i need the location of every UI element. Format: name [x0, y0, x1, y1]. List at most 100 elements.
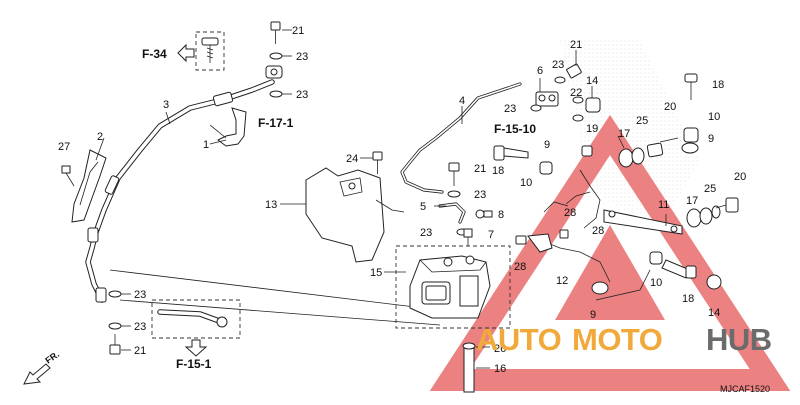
callout-7: 7 [488, 229, 494, 241]
abs-modulator-15 [409, 255, 491, 319]
washer-23-h [554, 76, 566, 84]
section-ref-f34: F-34 [142, 47, 167, 61]
brake-pipe-4 [400, 82, 522, 194]
diagram-code: MJCAF1520 [720, 384, 770, 394]
abs-bracket-13 [305, 167, 385, 263]
sensor-clip-12 [539, 169, 611, 283]
callout-23-b: 23 [296, 89, 308, 101]
front-label: FR. [43, 349, 61, 366]
grommet-14-lower [706, 274, 722, 290]
callout-10-right: 10 [708, 111, 720, 123]
grommet-17-right [686, 207, 713, 228]
callout-1: 1 [203, 139, 209, 151]
f151-box [151, 299, 241, 339]
bolt-18-top [684, 73, 698, 100]
callout-14-top: 14 [586, 75, 598, 87]
abs-box [395, 245, 511, 329]
bolt-f34 [201, 37, 219, 63]
watermark-inner-triangle [555, 225, 665, 320]
callout-28-center: 28 [564, 207, 576, 219]
grommet-14-top [585, 97, 601, 113]
bolt-21-top-right [566, 63, 582, 79]
callout-14-lower: 14 [708, 307, 720, 319]
bolt-28-left [515, 235, 527, 245]
brake-hose-lower [85, 227, 107, 303]
f34-box [195, 31, 225, 71]
callout-11: 11 [658, 199, 669, 211]
callout-18-top: 18 [712, 79, 724, 91]
callout-18-center: 18 [492, 165, 504, 177]
hose-16 [462, 342, 476, 393]
callout-23-d: 23 [134, 321, 146, 333]
callout-15: 15 [370, 267, 382, 279]
callout-20-top: 20 [664, 101, 676, 113]
callout-5: 5 [420, 201, 426, 213]
section-ref-f1510: F-15-10 [494, 122, 536, 136]
leader-lines [95, 50, 667, 273]
grommet-9-lower [591, 281, 609, 295]
callout-23-h: 23 [552, 59, 564, 71]
hose-f151 [157, 309, 228, 328]
bolt-7 [463, 228, 473, 246]
callout-numbers: 21 23 23 3 2 27 1 23 23 21 4 24 13 15 5 … [58, 25, 746, 375]
f34-arrow [177, 43, 195, 63]
callout-13: 13 [265, 199, 277, 211]
callout-2: 2 [97, 131, 103, 143]
callout-23-c: 23 [134, 289, 146, 301]
bolt-28-center [559, 229, 569, 239]
bracket-11 [603, 209, 683, 235]
callout-23-f: 23 [474, 189, 486, 201]
callout-25-top: 25 [636, 115, 648, 127]
front-direction-arrow: FR. [23, 349, 61, 385]
background-shading [560, 40, 700, 230]
callout-3: 3 [163, 99, 169, 111]
bolt-21-center [448, 162, 460, 186]
grommet-9-right [681, 142, 699, 154]
watermark-logo [429, 114, 791, 391]
callout-9-right: 9 [708, 133, 714, 145]
collar-10-right [683, 127, 699, 143]
grommet-17-top [618, 147, 645, 168]
junction-6 [535, 91, 559, 107]
bolt-24 [372, 151, 383, 174]
watermark-triangle [429, 114, 791, 391]
bolt-21-top [270, 21, 281, 44]
callout-28-right: 28 [592, 225, 604, 237]
washer-23-b [269, 90, 283, 98]
washer-23-a [269, 52, 283, 60]
callout-8: 8 [498, 209, 504, 221]
callout-25-right: 25 [704, 183, 716, 195]
callout-19: 19 [586, 123, 598, 135]
fitting-5 [438, 202, 466, 224]
callout-12: 12 [556, 275, 568, 287]
washer-23-c [108, 290, 122, 298]
watermark-word-1: AUTO [476, 322, 561, 357]
washer-19 [572, 114, 584, 122]
clip-28 [527, 233, 553, 253]
callout-27: 27 [58, 141, 70, 153]
callout-10-center: 10 [520, 177, 532, 189]
bolt-21-lower [109, 334, 121, 355]
front-arrow-icon [23, 363, 51, 385]
callout-22: 22 [570, 87, 582, 99]
callout-26: 26 [494, 343, 506, 355]
callout-23-e: 23 [420, 227, 432, 239]
callout-21-top: 21 [292, 25, 304, 37]
brake-hose-3 [93, 79, 275, 235]
callout-6: 6 [537, 65, 543, 77]
washer-23-d [108, 322, 122, 330]
watermark-word-3: HUB [706, 322, 772, 357]
callout-24: 24 [346, 153, 358, 165]
bracket-1 [217, 107, 247, 147]
callout-9-lower: 9 [590, 309, 596, 321]
callout-9-center: 9 [544, 139, 550, 151]
callout-17-right: 17 [686, 195, 698, 207]
fitting-8 [475, 209, 493, 219]
banjo-fitting [265, 65, 283, 79]
callout-21-top-right: 21 [570, 39, 582, 51]
callout-21-center: 21 [474, 163, 486, 175]
washer-23-g [530, 104, 542, 112]
bolt-20-top [646, 142, 664, 158]
